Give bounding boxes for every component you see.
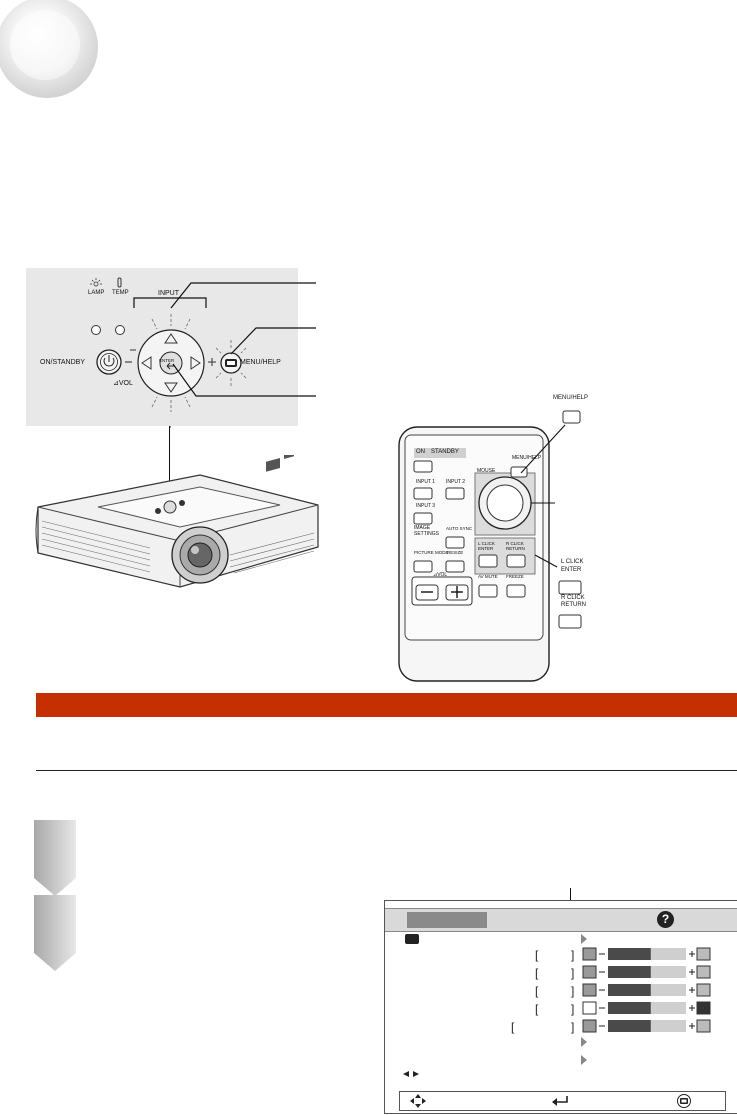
remote-standby-label: STANDBY — [431, 449, 459, 455]
menu-lr-icon — [403, 1071, 409, 1077]
remote-mouse-label: MOUSE — [477, 468, 496, 474]
move-arrows-icon — [410, 1094, 426, 1108]
help-icon[interactable]: ? — [657, 911, 674, 928]
on-standby-label: ON/STANDBY — [40, 359, 85, 366]
menu-footer — [399, 1091, 726, 1111]
menu-row-icon — [582, 1019, 597, 1033]
remote-r-click-return-label: R CLICK RETURN — [561, 595, 586, 608]
menu-lr-icon — [413, 1071, 419, 1077]
remote-menu-help-top: MENU/HELP — [553, 395, 589, 401]
menu-arrow-icon — [581, 1055, 587, 1065]
input-label: INPUT — [158, 290, 179, 297]
remote-vol-label: ⊿VOL — [433, 572, 448, 578]
remote-image-settings-label: IMAGE SETTINGS — [414, 525, 440, 537]
menu-row-icon — [582, 965, 597, 979]
menu-slider-rest — [650, 1020, 686, 1032]
step-marker-2 — [34, 895, 76, 971]
menu-slider-fill — [608, 984, 651, 996]
remote-input1-label: INPUT 1 — [416, 479, 436, 485]
menu-slider-fill — [608, 1002, 651, 1014]
menu-bracket-close: ] — [571, 1002, 574, 1016]
menu-slider-fill — [608, 948, 651, 960]
menu-bracket-close: ] — [571, 984, 574, 998]
menu-bracket-open: [ — [511, 1020, 515, 1034]
menu-bracket-close: ] — [571, 948, 574, 962]
menu-row-icon — [582, 947, 597, 961]
menu-row-icon-right — [696, 965, 711, 979]
remote-r-click-small: R CLICK RETURN — [506, 541, 525, 551]
remote-auto-sync-label: AUTO SYNC — [446, 526, 473, 531]
menu-slider-rest — [650, 966, 686, 978]
remote-av-mute-label: AV MUTE — [478, 574, 498, 579]
menu-bracket-close: ] — [571, 966, 574, 980]
section-divider — [36, 770, 737, 771]
menu-callout-line — [570, 888, 571, 900]
step-marker-1 — [34, 820, 76, 896]
remote-illustration — [398, 410, 582, 682]
remote-input2-label: INPUT 2 — [446, 479, 466, 485]
enter-label: ENTER — [159, 358, 175, 363]
remote-l-click-enter-label: L CLICK ENTER — [561, 559, 584, 573]
menu-bracket-close: ] — [571, 1020, 574, 1034]
menu-slider-rest — [650, 948, 686, 960]
menu-slider-rest — [650, 984, 686, 996]
menu-bracket-open: [ — [535, 984, 539, 998]
menu-bracket-open: [ — [535, 1002, 539, 1016]
menu-tab-active[interactable] — [407, 912, 487, 928]
projector-illustration — [35, 455, 319, 588]
remote-l-click-small: L CLICK ENTER — [478, 541, 495, 551]
remote-picture-mode-label: PICTURE MODE — [414, 550, 449, 555]
menu-row-icon-right — [696, 983, 711, 997]
menu-slider-fill — [608, 1020, 651, 1032]
enter-icon — [552, 1096, 568, 1106]
section-corner-circle — [0, 0, 98, 98]
remote-freeze-label: FREEZE — [506, 574, 524, 579]
menu-arrow-icon — [581, 934, 587, 944]
remote-menu-help-small: MENU/HELP — [512, 455, 542, 461]
connector-line — [169, 426, 170, 506]
menu-row-icon — [582, 1001, 597, 1015]
menu-slider-fill — [608, 966, 651, 978]
section-heading-bar — [36, 693, 737, 717]
menu-tab-bar: ? — [385, 908, 737, 932]
menu-rows: [] [] [] [] [] — [403, 934, 711, 1077]
menu-row-icon — [582, 983, 597, 997]
menu-row-icon-right — [696, 1019, 711, 1033]
menu-bracket-open: [ — [535, 948, 539, 962]
menu-row-icon-right — [696, 947, 711, 961]
remote-on-label: ON — [416, 449, 425, 455]
lamp-label: LAMP — [88, 290, 105, 296]
control-panel-graphics — [90, 277, 316, 428]
menu-bracket-open: [ — [535, 966, 539, 980]
menu-row-icon-right — [696, 1001, 711, 1015]
onscreen-menu: ? [] [] [] [] [] — [384, 900, 737, 1114]
remote-resize-label: RESIZE — [447, 550, 464, 555]
menu-help-label: MENU/HELP — [240, 359, 281, 366]
menu-slider-rest — [650, 1002, 686, 1014]
menu-arrow-icon — [581, 1037, 587, 1047]
menu-picture-icon — [405, 934, 419, 944]
remote-input3-label: INPUT 3 — [416, 503, 436, 509]
temp-label: TEMP — [112, 290, 129, 296]
vol-label: ⊿VOL — [113, 380, 133, 387]
menu-button-icon — [677, 1094, 691, 1108]
